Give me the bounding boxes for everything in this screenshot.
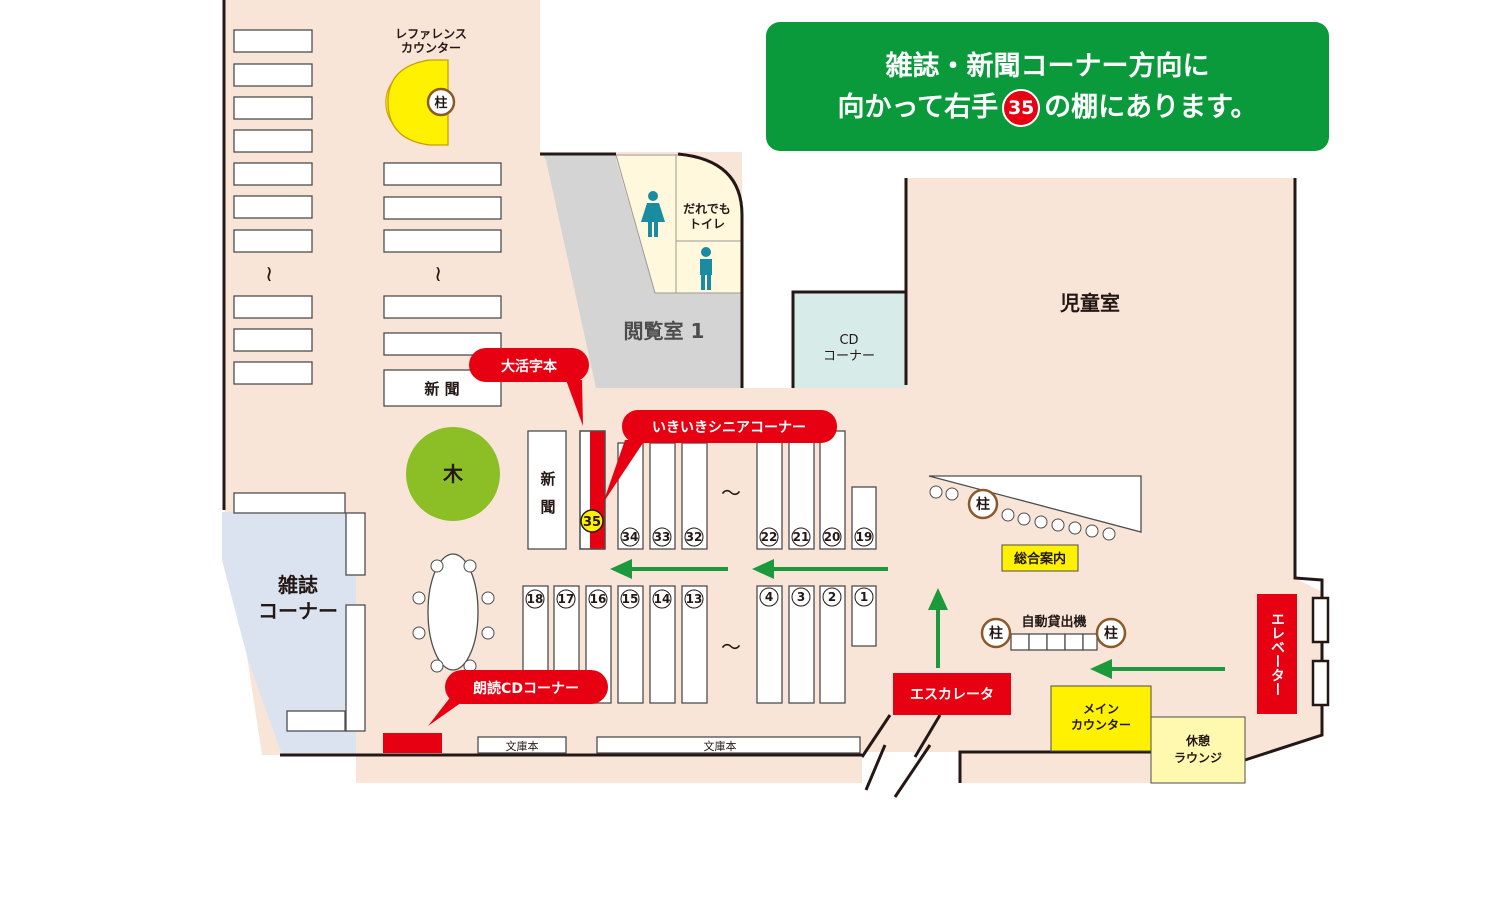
magazine-label-1: 雑誌 [277,573,318,597]
toilet-label-2: トイレ [689,217,725,231]
audio-cd-label: 朗読CDコーナー [473,680,579,697]
floor [222,0,1322,783]
top-tilde: ～ [721,481,741,505]
toilet-label-1: だれでも [683,202,731,216]
lounge: 休憩 ラウンジ [1150,716,1246,784]
direction-arrows [610,559,1225,679]
lounge-label-2: ラウンジ [1174,751,1222,765]
shelf-number: 22 [761,530,778,544]
reference-counter-label-2: カウンター [401,41,461,55]
magazine-corner: 雑誌 コーナー [233,492,366,732]
reading-room-1 [542,154,742,388]
woman-icon [641,191,665,237]
audio-cd-shelf [383,733,442,753]
reading-table [412,553,495,673]
shelf-number: 20 [824,530,841,544]
man-icon [700,247,712,290]
large-print-callout: 大活字本 [469,348,589,426]
shelf-number: 13 [686,592,703,606]
escalator-label: エスカレータ [910,687,994,703]
shelf-number: 2 [828,590,836,604]
shelf-number: 34 [622,530,639,544]
magazine-corner-area [222,512,356,755]
left-shelves-wave: ≀ [265,262,273,287]
shelf-35-number: 35 [583,515,601,530]
elevator-label: エレベーター [1269,612,1285,696]
cd-corner-label-2: コーナー [823,349,875,364]
toilets: だれでも トイレ [641,191,731,290]
senior-corner-callout: いきいきシニアコーナー [603,410,837,503]
auto-lending-label: 自動貸出機 [1021,614,1086,630]
large-print-label: 大活字本 [501,358,558,375]
pillar-icon: 柱 [989,625,1003,642]
main-counter-label-2: カウンター [1071,718,1131,732]
bunko-small-label: 文庫本 [506,739,539,753]
bottom-tilde: ～ [721,635,741,659]
banner-line-2-post: の棚にあります。 [1044,91,1258,123]
auto-lending: 自動貸出機 柱 柱 [980,614,1127,651]
lounge-label-1: 休憩 [1185,733,1210,748]
tree-label: 木 [442,462,464,486]
shelf-number: 4 [765,590,773,604]
main-counter-label-1: メイン [1083,702,1119,716]
shelf-number: 3 [797,590,805,604]
reference-counter: レファレンス カウンター 柱 [385,27,467,146]
pillar-icon: 柱 [434,95,447,111]
reference-counter-label-1: レファレンス [395,27,467,41]
audio-cd-callout: 朗読CDコーナー [428,670,608,726]
cd-corner-label-1: CD [839,333,858,348]
shelf-number: 15 [622,592,639,606]
info-desk-area: 柱 総合案内 [928,475,1142,572]
shelf-35: 35 [579,430,606,550]
shelf-number: 18 [527,592,544,606]
shelf-number: 17 [558,592,575,606]
main-counter: メイン カウンター [1050,685,1152,752]
info-desk-label: 総合案内 [1014,551,1066,567]
newspaper-shelf-horizontal: 新 聞 [424,380,459,398]
shelf-number: 32 [686,530,703,544]
shelf-number: 14 [654,592,671,606]
magazine-label-2: コーナー [258,599,338,623]
mid-shelves-wave: ≀ [434,262,442,287]
shelf-number: 1 [860,590,868,604]
newspaper-vertical-1: 新 [540,470,555,488]
bunko-large-label: 文庫本 [704,739,737,753]
reading-room-label: 閲覧室 1 [624,319,705,343]
cd-corner [793,292,906,388]
banner-line-2-pre: 向かって右手 [837,91,999,123]
banner-shelf-badge: 35 [1002,89,1041,127]
banner-line-1: 雑誌・新聞コーナー方向に [885,50,1210,82]
shelf-number: 21 [793,530,810,544]
pillar-icon: 柱 [976,496,990,513]
shelf-number: 19 [856,530,873,544]
pillar-icon: 柱 [1104,625,1118,642]
escalator: エスカレータ [860,673,1011,798]
elevator: エレベーター [1257,594,1330,714]
left-shelves: ≀ 新 聞 ≀ [233,29,502,407]
bunko-shelves: 文庫本 文庫本 [383,733,861,754]
newspaper-vertical-2: 聞 [540,498,555,516]
senior-corner-label: いきいきシニアコーナー [652,420,806,436]
shelf-number: 16 [590,592,607,606]
shelf-number: 33 [654,530,671,544]
children-room-label: 児童室 [1059,291,1120,315]
walls [222,0,1324,783]
bottom-shelves: 18 17 16 15 14 13 4 3 2 1 ～ [522,585,877,704]
tree: 木 [406,427,500,521]
